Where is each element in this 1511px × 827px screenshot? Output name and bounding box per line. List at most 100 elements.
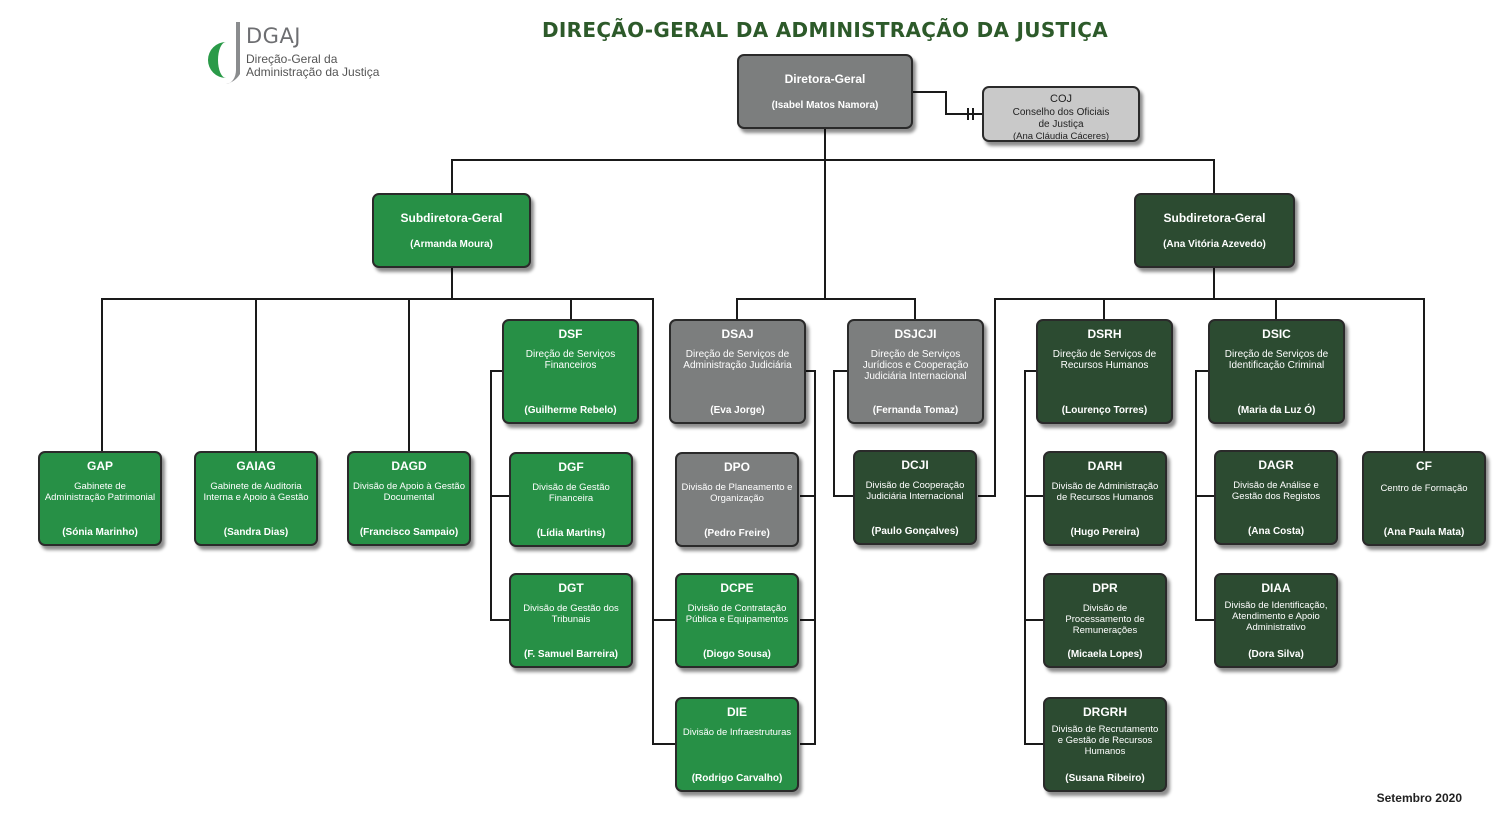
box-person: (Sandra Dias) [223, 527, 289, 538]
box-description: Gabinete de Administração Patrimonial [44, 481, 156, 503]
box-title: Subdiretora-Geral [1163, 211, 1266, 225]
box-dsaj: DSAJ Direção de Serviços de Administraçã… [669, 319, 806, 424]
box-dsf: DSF Direção de Serviços Financeiros (Gui… [502, 319, 639, 424]
box-description: Divisão de Administração de Recursos Hum… [1051, 481, 1159, 503]
box-title: GAIAG [236, 459, 276, 473]
box-description: Divisão de Identificação, Atendimento e … [1224, 600, 1328, 633]
box-person: (Hugo Pereira) [1070, 527, 1140, 538]
box-title: DSIC [1262, 327, 1291, 341]
box-person: (Guilherme Rebelo) [524, 405, 617, 416]
box-description: Gabinete de Auditoria Interna e Apoio à … [203, 481, 309, 503]
connector-dsaj-children [800, 370, 816, 745]
dgaj-logo: DGAJ Direção-Geral da Administração da J… [202, 18, 422, 88]
box-subdiretora-geral-2: Subdiretora-Geral (Ana Vitória Azevedo) [1134, 193, 1295, 268]
box-dpo: DPO Divisão de Planeamento e Organização… [675, 452, 799, 547]
box-cf: CF Centro de Formação (Ana Paula Mata) [1362, 451, 1486, 546]
box-person: (Susana Ribeiro) [1065, 773, 1145, 784]
logo-subtitle: Direção-Geral da Administração da Justiç… [246, 53, 416, 79]
box-title: DSRH [1087, 327, 1122, 341]
box-title: DSAJ [721, 327, 754, 341]
box-coj: COJ Conselho dos Oficiais de Justiça (An… [982, 86, 1140, 142]
box-subdiretora-geral-1: Subdiretora-Geral (Armanda Moura) [372, 193, 531, 268]
box-title: DPO [723, 460, 750, 474]
box-person: (Lourenço Torres) [1061, 405, 1148, 416]
connector-dsjcji-child [833, 370, 853, 497]
box-gap: GAP Gabinete de Administração Patrimonia… [38, 451, 162, 546]
box-title: CF [1416, 459, 1432, 473]
box-person: (Maria da Luz Ó) [1237, 405, 1316, 416]
box-dsrh: DSRH Direção de Serviços de Recursos Hum… [1036, 319, 1173, 424]
box-title: DSF [558, 327, 583, 341]
box-description-line1: Conselho dos Oficiais [1012, 107, 1110, 118]
logo-subtitle-line1: Direção-Geral da [246, 52, 338, 66]
dgaj-logo-mark-icon [207, 22, 240, 84]
box-person: (Ana Paula Mata) [1383, 527, 1465, 538]
box-title: DIAA [1261, 581, 1291, 595]
box-person: (Sónia Marinho) [62, 527, 138, 538]
box-description-line2: de Justiça [1038, 119, 1084, 130]
box-dgt: DGT Divisão de Gestão dos Tribunais (F. … [509, 573, 633, 668]
box-title: DRGRH [1083, 705, 1127, 719]
box-dcji: DCJI Divisão de Cooperação Judiciária In… [853, 450, 977, 545]
box-person: (Pedro Freire) [704, 528, 770, 539]
box-description: Direção de Serviços Jurídicos e Cooperaç… [862, 349, 969, 382]
box-dagd: DAGD Divisão de Apoio à Gestão Documenta… [347, 451, 471, 546]
box-title: DGT [558, 581, 584, 595]
box-title: Diretora-Geral [784, 72, 866, 86]
box-person: (Micaela Lopes) [1067, 649, 1143, 660]
box-diaa: DIAA Divisão de Identificação, Atendimen… [1214, 573, 1338, 668]
box-person: (Lídia Martins) [536, 528, 606, 539]
box-dagr: DAGR Divisão de Análise e Gestão dos Reg… [1214, 450, 1338, 545]
box-title: DARH [1087, 459, 1123, 473]
box-description: Centro de Formação [1380, 483, 1468, 494]
connector-sdg1-bar [101, 298, 675, 745]
box-description: Direção de Serviços Financeiros [525, 349, 616, 371]
box-description: Divisão de Planeamento e Organização [681, 482, 793, 504]
box-description: Divisão de Infraestruturas [682, 727, 792, 738]
box-person: (F. Samuel Barreira) [524, 649, 618, 660]
box-person: (Eva Jorge) [710, 405, 765, 416]
box-title: DAGR [1258, 458, 1294, 472]
box-description: Divisão de Gestão Financeira [532, 482, 610, 504]
box-die: DIE Divisão de Infraestruturas (Rodrigo … [675, 697, 799, 792]
box-person: (Francisco Sampaio) [359, 527, 459, 538]
box-dpr: DPR Divisão de Processamento de Remunera… [1043, 573, 1167, 668]
connector-sdg2-bar [978, 298, 1425, 497]
box-person: (Isabel Matos Namora) [771, 100, 879, 111]
box-description: Divisão de Cooperação Judiciária Interna… [865, 480, 965, 502]
page-title: DIREÇÃO-GERAL DA ADMINISTRAÇÃO DA JUSTIÇ… [542, 18, 1108, 42]
box-title: Subdiretora-Geral [400, 211, 503, 225]
logo-name: DGAJ [246, 24, 302, 48]
box-person: (Dora Silva) [1248, 649, 1304, 660]
connector-top-bar [451, 159, 1215, 193]
box-title: DSJCJI [894, 327, 937, 341]
box-drgrh: DRGRH Divisão de Recrutamento e Gestão d… [1043, 697, 1167, 792]
box-person: (Armanda Moura) [410, 239, 493, 250]
box-title: DGF [558, 460, 584, 474]
box-dgf: DGF Divisão de Gestão Financeira (Lídia … [509, 452, 633, 547]
box-description: Direção de Serviços de Recursos Humanos [1052, 349, 1157, 371]
box-person: (Ana Cláudia Cáceres) [1012, 131, 1110, 142]
box-description: Divisão de Contratação Pública e Equipam… [685, 603, 789, 625]
box-description: Direção de Serviços de Identificação Cri… [1224, 349, 1329, 371]
box-title: DCPE [720, 581, 754, 595]
box-title: DAGD [391, 459, 427, 473]
box-description: Divisão de Gestão dos Tribunais [523, 603, 619, 625]
box-title: GAP [86, 459, 113, 473]
box-person: (Fernanda Tomaz) [872, 405, 959, 416]
box-description: Divisão de Processamento de Remunerações [1065, 603, 1145, 636]
connector-dsrh-children [1024, 370, 1043, 745]
box-title: COJ [1050, 93, 1072, 105]
box-title: DCJI [901, 458, 929, 472]
box-gaiag: GAIAG Gabinete de Auditoria Interna e Ap… [194, 451, 318, 546]
box-description: Divisão de Apoio à Gestão Documental [353, 481, 465, 503]
box-person: (Ana Vitória Azevedo) [1163, 239, 1266, 250]
footer-date: Setembro 2020 [1376, 791, 1462, 805]
box-dsjcji: DSJCJI Direção de Serviços Jurídicos e C… [847, 319, 984, 424]
box-dcpe: DCPE Divisão de Contratação Pública e Eq… [675, 573, 799, 668]
box-person: (Paulo Gonçalves) [871, 526, 959, 537]
box-person: (Rodrigo Carvalho) [691, 773, 783, 784]
box-person: (Diogo Sousa) [703, 649, 771, 660]
logo-subtitle-line2: Administração da Justiça [246, 65, 380, 79]
